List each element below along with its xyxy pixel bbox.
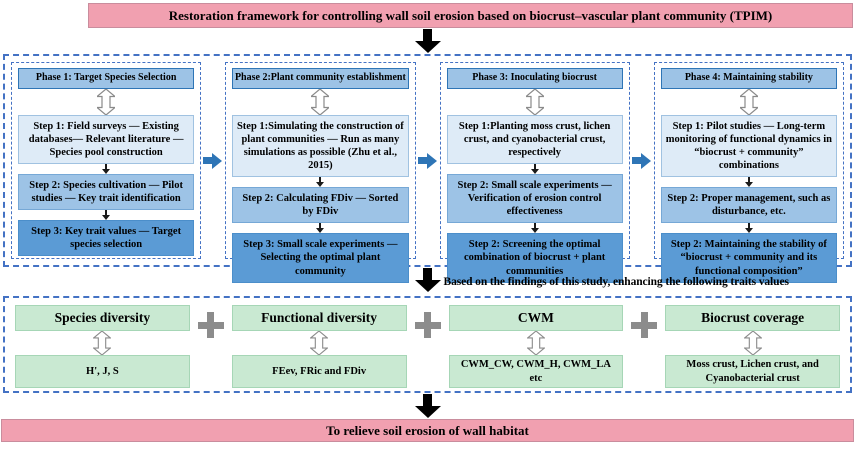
phase-1-header: Phase 1: Target Species Selection: [18, 68, 195, 89]
phase-column-1: Phase 1: Target Species Selection Step 1…: [11, 62, 202, 259]
trait-4-header: Biocrust coverage: [665, 305, 840, 331]
phase-column-4: Phase 4: Maintaining stability Step 1: P…: [653, 62, 844, 283]
updown-arrow-icon: [526, 331, 545, 355]
down-arrow-icon: [102, 163, 111, 174]
trait-cwm: CWM CWM_CW, CWM_H, CWM_LA etc: [448, 305, 624, 388]
trait-2-header: Functional diversity: [231, 305, 407, 331]
right-arrow-icon: [417, 152, 438, 169]
trait-3-header: CWM: [448, 305, 624, 331]
phase-4-step-1: Step 1: Pilot studies — Long-term monito…: [660, 114, 837, 177]
title-banner: Restoration framework for controlling wa…: [88, 3, 853, 28]
right-arrow-icon: [203, 152, 223, 169]
trait-1-values: H', J, S: [15, 355, 190, 388]
trait-functional-diversity: Functional diversity FEev, FRic and FDiv: [231, 305, 407, 388]
phase-2-step-1: Step 1:Simulating the construction of pl…: [232, 114, 409, 177]
phase-4-step-2: Step 2: Proper management, such as distu…: [660, 187, 837, 224]
phase-3-step-2: Step 2: Small scale experiments — Verifi…: [446, 173, 623, 224]
updown-arrow-icon: [93, 331, 112, 355]
big-down-arrow-icon: [414, 268, 441, 292]
down-arrow-icon: [102, 210, 111, 221]
down-arrow-icon: [316, 177, 325, 187]
phase-3-header: Phase 3: Inoculating biocrust: [446, 68, 623, 89]
phase-3-step-3: Step 2: Screening the optimal combinatio…: [446, 233, 623, 283]
down-arrow-icon: [530, 223, 539, 234]
down-arrow-icon: [744, 177, 753, 187]
updown-arrow-icon: [743, 331, 762, 355]
phase-column-2: Phase 2:Plant community establishment St…: [225, 62, 416, 283]
right-arrow-icon: [631, 152, 652, 169]
phase-1-step-1: Step 1: Field surveys — Existing databas…: [18, 114, 195, 164]
updown-arrow-icon: [525, 88, 544, 115]
trait-species-diversity: Species diversity H', J, S: [15, 305, 190, 388]
phase-column-3: Phase 3: Inoculating biocrust Step 1:Pla…: [439, 62, 630, 283]
plus-icon: [414, 312, 441, 338]
phases-section: Phase 1: Target Species Selection Step 1…: [3, 54, 852, 283]
trait-2-values: FEev, FRic and FDiv: [231, 355, 407, 388]
phase-2-step-2: Step 2: Calculating FDiv — Sorted by FDi…: [232, 187, 409, 224]
updown-arrow-icon: [739, 88, 758, 115]
trait-3-values: CWM_CW, CWM_H, CWM_LA etc: [448, 355, 624, 388]
plus-icon: [197, 312, 224, 338]
big-down-arrow-icon: [414, 394, 441, 418]
big-down-arrow-icon: [414, 29, 441, 53]
trait-biocrust-coverage: Biocrust coverage Moss crust, Lichen cru…: [665, 305, 840, 388]
footer-banner: To relieve soil erosion of wall habitat: [1, 419, 854, 442]
phase-2-header: Phase 2:Plant community establishment: [232, 68, 409, 89]
down-arrow-icon: [530, 163, 539, 174]
trait-4-values: Moss crust, Lichen crust, and Cyanobacte…: [665, 355, 840, 388]
phase-4-header: Phase 4: Maintaining stability: [660, 68, 837, 89]
down-arrow-icon: [316, 223, 325, 234]
mid-arrow-row: Based on the findings of this study, enh…: [0, 267, 855, 296]
phase-1-step-2: Step 2: Species cultivation — Pilot stud…: [18, 173, 195, 211]
updown-arrow-icon: [311, 88, 330, 115]
trait-1-header: Species diversity: [15, 305, 190, 331]
updown-arrow-icon: [97, 88, 116, 115]
plus-icon: [631, 312, 658, 338]
phase-3-step-1: Step 1:Planting moss crust, lichen crust…: [446, 114, 623, 164]
down-arrow-icon: [744, 223, 753, 234]
phase-4-step-3: Step 2: Maintaining the stability of “bi…: [660, 233, 837, 283]
phase-1-step-3: Step 3: Key trait values — Target specie…: [18, 220, 195, 257]
mid-note-text: Based on the findings of this study, enh…: [443, 275, 789, 288]
phase-2-step-3: Step 3: Small scale experiments — Select…: [232, 233, 409, 283]
updown-arrow-icon: [310, 331, 329, 355]
traits-section: Species diversity H', J, S Functional di…: [3, 296, 852, 393]
